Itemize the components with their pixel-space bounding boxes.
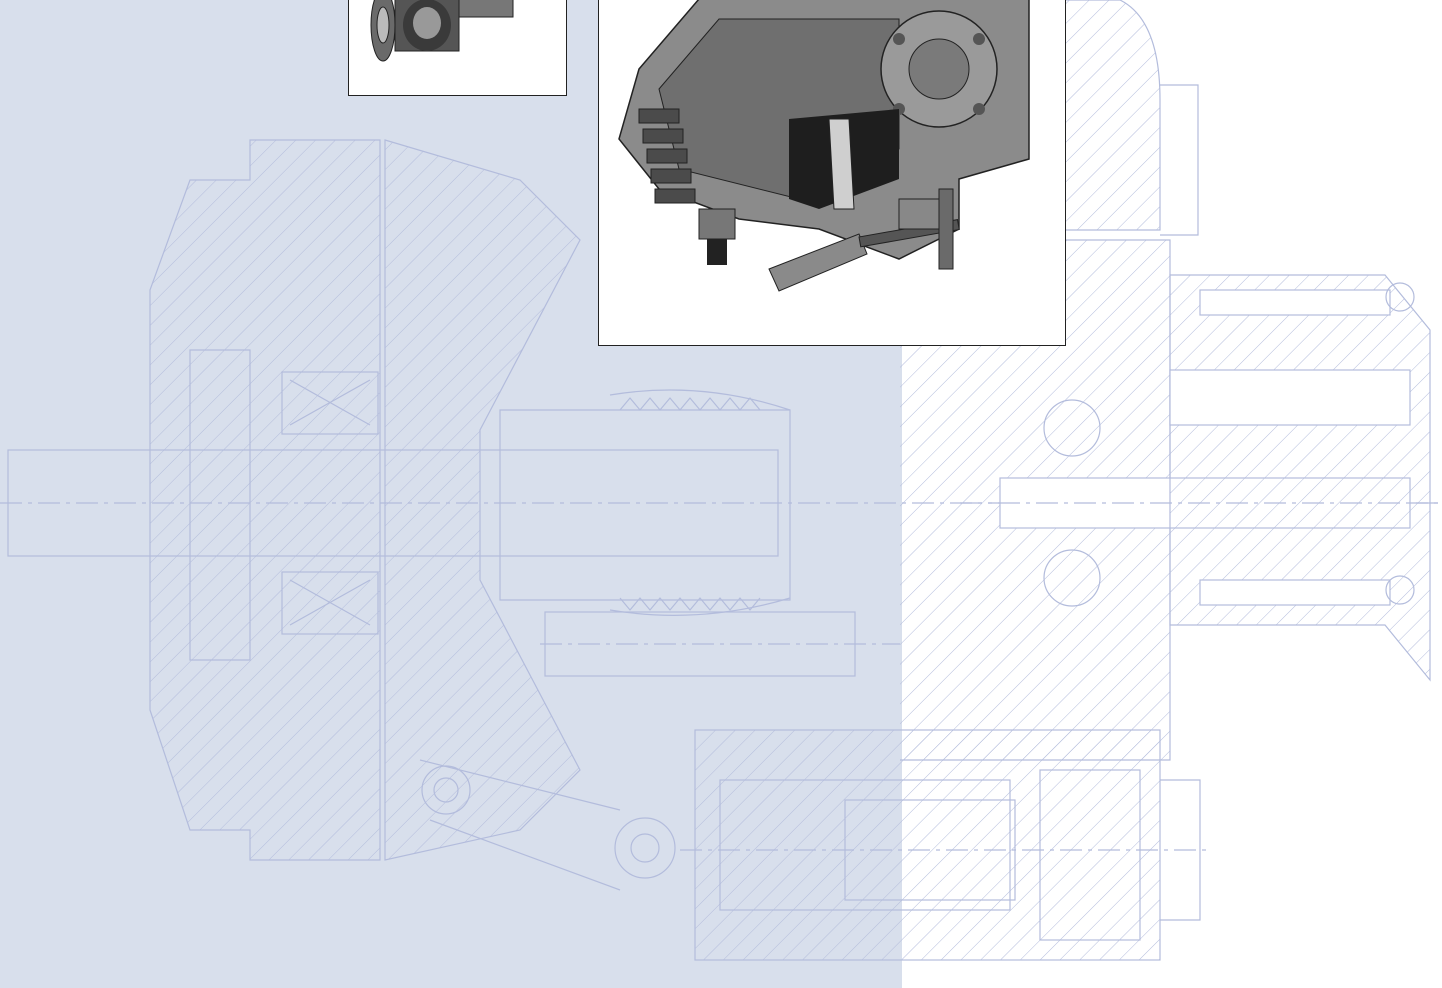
pump-cutaway-photo-icon xyxy=(599,0,1065,345)
cylinder-block xyxy=(499,409,791,601)
bearing-bottom xyxy=(281,571,379,635)
top-housing xyxy=(1050,0,1161,231)
control-cylinder xyxy=(694,729,1161,961)
motor-component-photo-icon xyxy=(349,0,566,95)
small-photo-frame xyxy=(348,0,567,96)
front-flange xyxy=(149,139,381,861)
bearing-top xyxy=(281,371,379,435)
valve-top xyxy=(1043,399,1101,457)
end-pump xyxy=(1169,274,1431,682)
swash-plate xyxy=(384,139,581,861)
spring-top xyxy=(619,397,761,411)
spring-bottom xyxy=(619,597,761,611)
large-photo-frame xyxy=(598,0,1066,346)
valve-bottom xyxy=(1043,549,1101,607)
pivot-right xyxy=(614,817,676,879)
